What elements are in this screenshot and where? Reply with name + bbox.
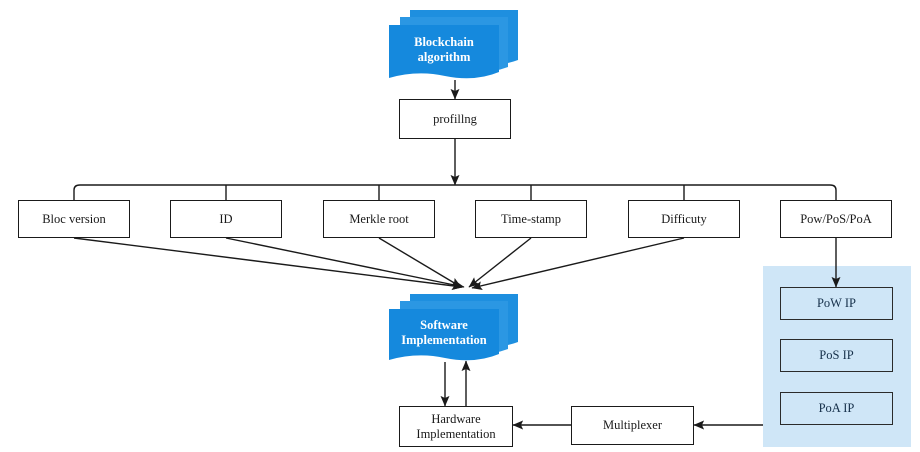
node-id[interactable]: ID [170,200,282,238]
edge-blocversion-to-software [73,237,463,291]
node-merkle-root-label: Merkle root [349,211,409,226]
node-pow-pos-poa[interactable]: Pow/PoS/PoA [780,200,892,238]
node-poa-ip-label: PoA IP [818,401,855,416]
edge-merkleroot-to-software [378,237,462,288]
label-line-1: Blockchain [414,35,474,49]
node-multiplexer-label: Multiplexer [602,418,662,433]
node-difficuty-label: Difficuty [661,211,707,226]
edge-id-to-software [225,237,465,290]
multi-document-shape [389,10,518,79]
node-multiplexer[interactable]: Multiplexer [571,406,694,445]
node-blockchain-algorithm[interactable]: Blockchain algorithm [386,8,520,82]
label-line-2: Implementation [416,426,496,441]
node-blockchain-algorithm-label: Blockchain algorithm [389,35,499,65]
label-line-1: Hardware [431,411,481,426]
node-pow-pos-poa-label: Pow/PoS/PoA [800,211,872,226]
multi-document-shape [389,294,518,361]
label-line-2: algorithm [417,50,471,64]
edge-difficuty-to-software [471,237,685,291]
node-difficuty[interactable]: Difficuty [628,200,740,238]
label-line-1: Software [420,318,468,332]
node-poa-ip[interactable]: PoA IP [780,392,893,425]
node-id-label: ID [219,211,233,226]
edge-bus-rail [73,184,837,200]
node-hardware-implementation[interactable]: Hardware Implementation [399,406,513,447]
node-profiling[interactable]: profillng [399,99,511,139]
node-pos-ip[interactable]: PoS IP [780,339,893,372]
node-time-stamp-label: Time-stamp [501,211,561,226]
node-software-implementation[interactable]: Software Implementation [386,292,520,364]
node-bloc-version-label: Bloc version [42,211,106,226]
node-pos-ip-label: PoS IP [819,348,854,363]
node-profiling-label: profillng [433,111,477,126]
node-bloc-version[interactable]: Bloc version [18,200,130,238]
node-merkle-root[interactable]: Merkle root [323,200,435,238]
node-time-stamp[interactable]: Time-stamp [475,200,587,238]
node-software-implementation-label: Software Implementation [389,318,499,348]
edge-timestamp-to-software [468,237,532,288]
label-line-2: Implementation [401,333,487,347]
node-pow-ip[interactable]: PoW IP [780,287,893,320]
node-pow-ip-label: PoW IP [816,296,856,311]
